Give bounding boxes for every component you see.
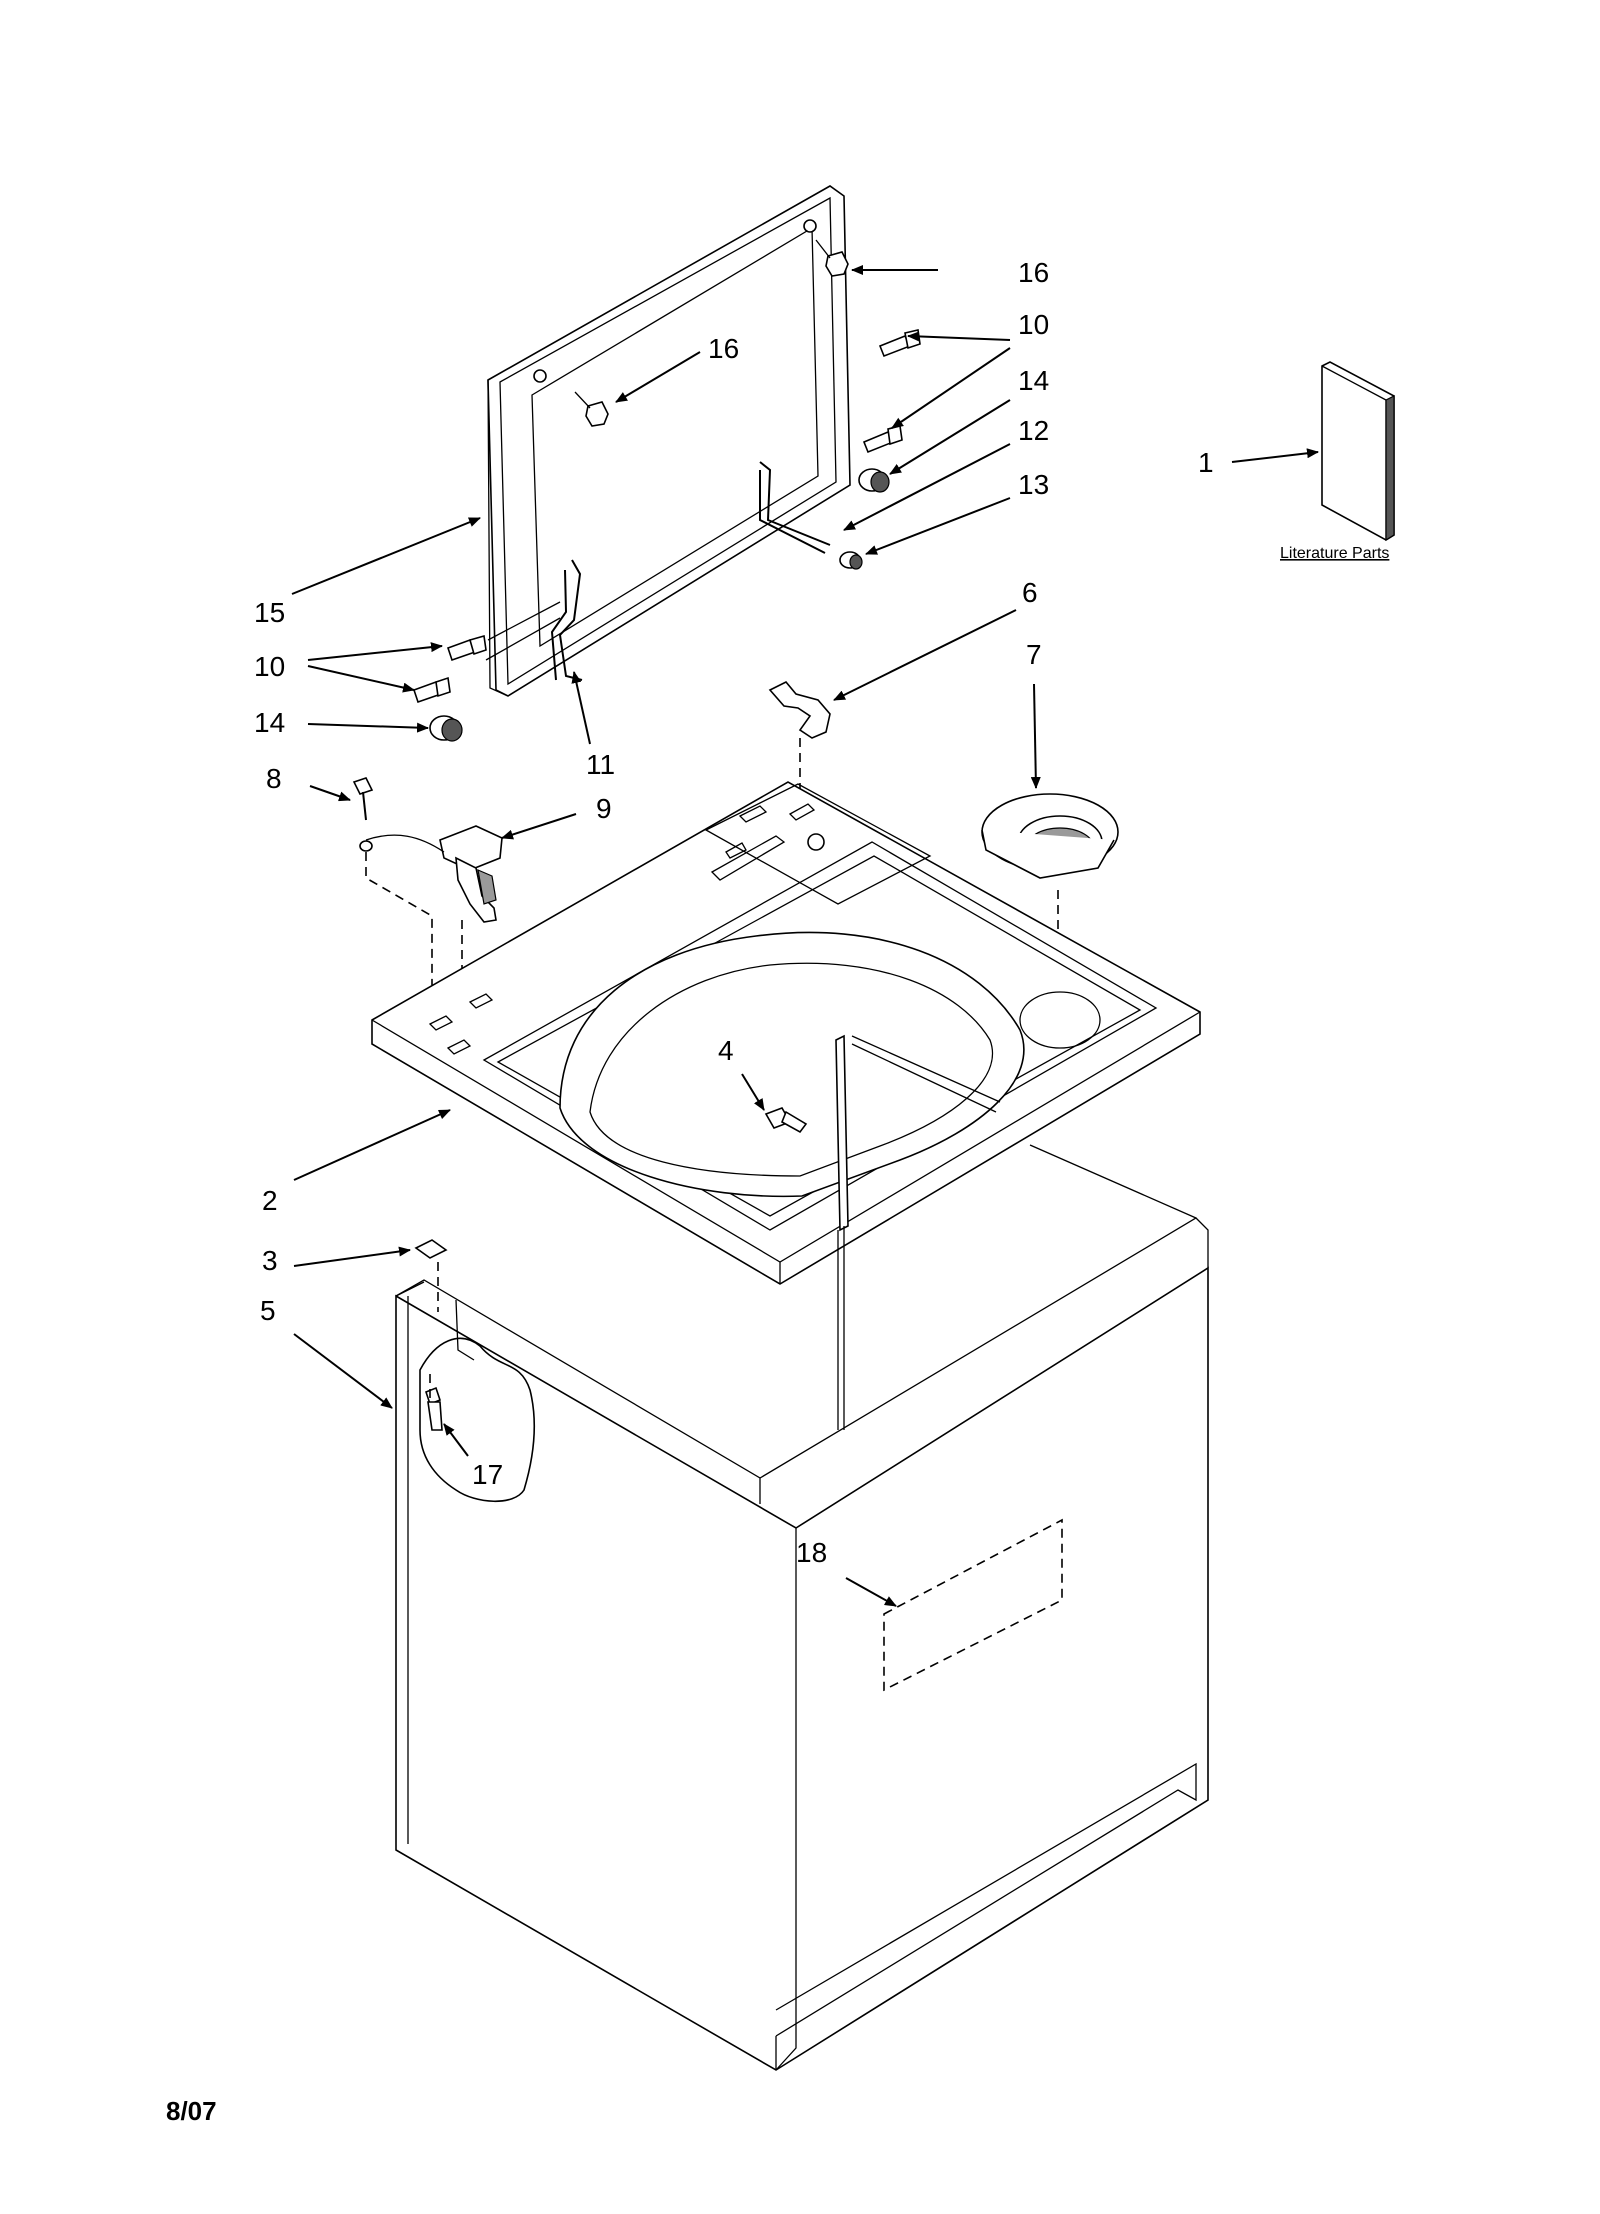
dispenser-cup-part-7 (981, 793, 1119, 879)
cutaway-view (419, 1299, 536, 1503)
washer-part-14-right (858, 468, 890, 493)
callout-8: 8 (266, 763, 282, 794)
clip-part-3 (414, 1239, 448, 1259)
washer-part-14-left (429, 715, 463, 742)
screw-part-4 (764, 1107, 808, 1134)
callout-7: 7 (1026, 639, 1042, 670)
callout-6: 6 (1022, 577, 1038, 608)
screw-part-10-right (862, 329, 921, 454)
cabinet-part-5 (395, 1144, 1209, 2071)
lid-switch-part-9 (365, 825, 503, 923)
screw-part-10-left (412, 634, 487, 704)
callout-12: 12 (1018, 415, 1049, 446)
lid (485, 185, 851, 697)
literature-parts-label: Literature Parts (1280, 545, 1389, 562)
callout-3: 3 (262, 1245, 278, 1276)
callout-9: 9 (596, 793, 612, 824)
callout-11: 11 (586, 749, 615, 780)
callout-18: 18 (796, 1537, 827, 1568)
callout-14: 14 (254, 707, 285, 738)
top-panel-part-2 (371, 781, 1201, 1285)
callout-10: 10 (254, 651, 285, 682)
callout-2: 2 (262, 1185, 278, 1216)
callout-16: 16 (708, 333, 739, 364)
callout-4: 4 (718, 1035, 734, 1066)
callout-15: 15 (254, 597, 285, 628)
callout-17: 17 (472, 1459, 503, 1490)
callout-14: 14 (1018, 365, 1049, 396)
callout-1: 1 (1198, 447, 1214, 478)
literature-parts-booklet (1321, 361, 1395, 542)
callout-10: 10 (1018, 309, 1049, 340)
screw-part-8 (352, 777, 374, 852)
grommet-part-13 (839, 551, 863, 570)
bumper-part-16-top (815, 239, 849, 277)
callout-13: 13 (1018, 469, 1049, 500)
callout-16: 16 (1018, 257, 1049, 288)
clip-part-6 (768, 681, 831, 739)
bumper-part-16-left (574, 391, 609, 427)
callout-5: 5 (260, 1295, 276, 1326)
date-code: 8/07 (166, 2096, 217, 2126)
